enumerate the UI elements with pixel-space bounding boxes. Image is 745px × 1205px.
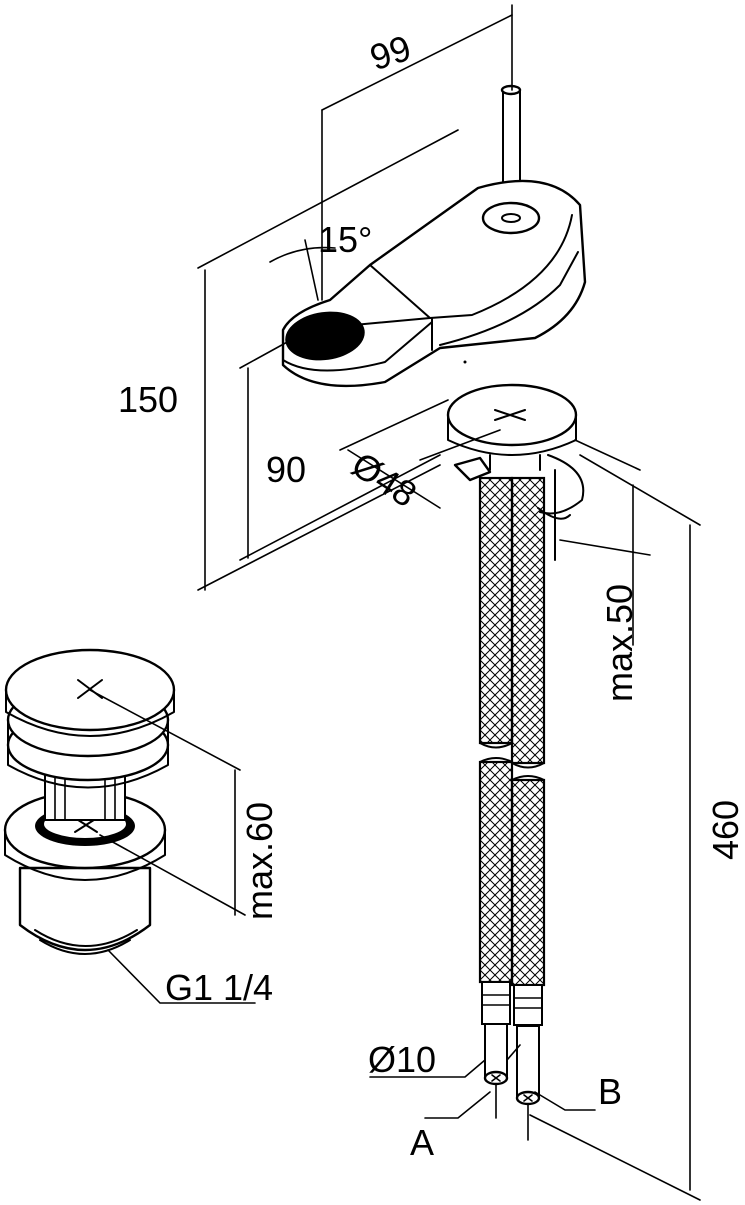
dim-99: 99 bbox=[365, 27, 416, 78]
dim-150: 150 bbox=[118, 379, 178, 420]
waste-icon bbox=[3, 648, 176, 955]
dim-max-50: max.50 bbox=[599, 584, 640, 702]
dimension-lines bbox=[89, 4, 701, 1201]
label-b: B bbox=[598, 1071, 622, 1112]
dim-90: 90 bbox=[266, 449, 306, 490]
hoses-icon bbox=[478, 476, 546, 1141]
label-a: A bbox=[410, 1122, 434, 1163]
dim-15-deg: 15° bbox=[318, 219, 372, 260]
dim-diameter-48: Ø48 bbox=[345, 444, 424, 515]
dim-diameter-10: Ø10 bbox=[368, 1039, 436, 1080]
faucet-icon bbox=[281, 84, 587, 561]
dim-max-60: max.60 bbox=[239, 802, 280, 920]
dim-g1-thread: G1 1/4 bbox=[165, 967, 273, 1008]
dim-460: 460 bbox=[705, 800, 745, 860]
